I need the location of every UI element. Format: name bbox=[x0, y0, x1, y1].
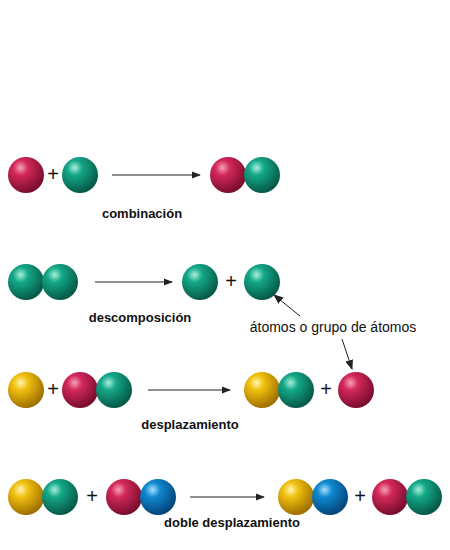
reaction-arrow bbox=[95, 281, 172, 282]
reaction-arrow bbox=[190, 496, 264, 497]
callout-note: átomos o grupo de átomos bbox=[250, 319, 417, 335]
reaction-type: combinación bbox=[102, 206, 182, 221]
leader-line bbox=[342, 339, 352, 369]
reaction-arrow bbox=[112, 174, 200, 175]
atom bbox=[8, 372, 374, 408]
reaction-type: descomposición bbox=[89, 310, 192, 325]
reaction-arrow bbox=[148, 389, 230, 390]
plus-sign: + bbox=[225, 270, 237, 293]
atom bbox=[8, 264, 280, 300]
plus-sign: + bbox=[354, 485, 366, 508]
reaction-type: doble desplazamiento bbox=[164, 515, 300, 530]
plus-sign: + bbox=[47, 163, 59, 186]
reaction-type: desplazamiento bbox=[141, 417, 239, 432]
atom bbox=[8, 157, 280, 193]
plus-sign: + bbox=[86, 485, 98, 508]
atom bbox=[8, 479, 442, 515]
leader-line bbox=[274, 295, 300, 316]
plus-sign: + bbox=[320, 378, 332, 401]
plus-sign: + bbox=[47, 378, 59, 401]
